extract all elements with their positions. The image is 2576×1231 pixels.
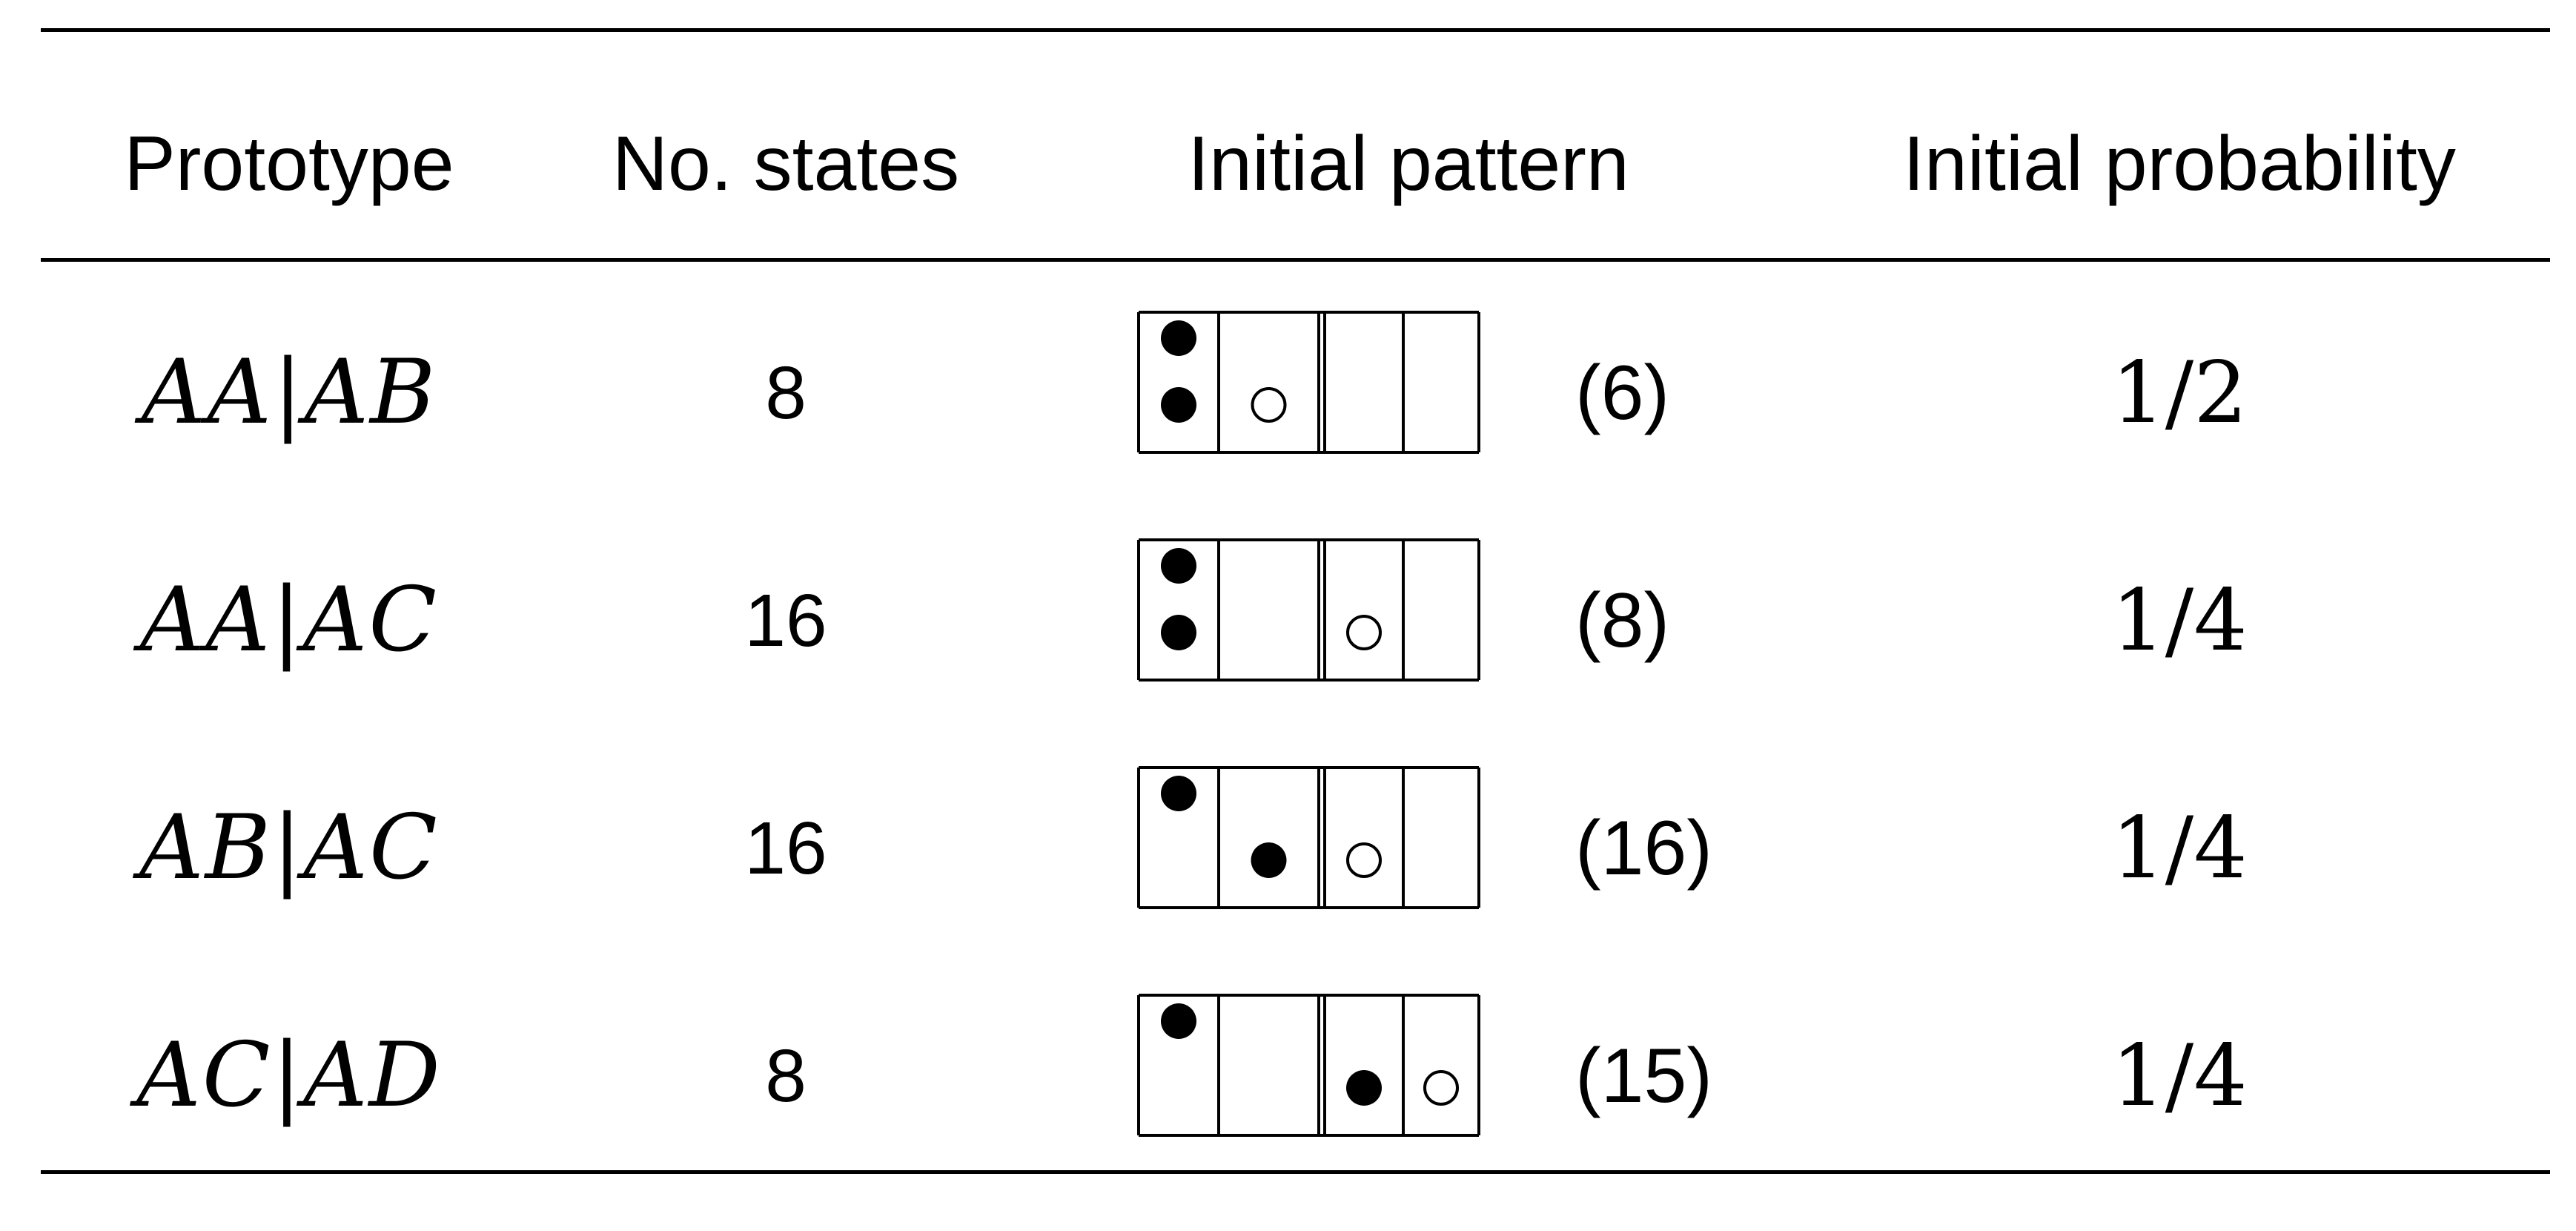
prototype-cell: AA|AC [139, 569, 439, 672]
pattern-number: (15) [1575, 1033, 1712, 1119]
header-prototype: Prototype [124, 121, 454, 207]
filled-dot [1161, 387, 1196, 423]
pattern-grid [1137, 538, 1480, 681]
filled-dot [1161, 776, 1196, 811]
states-cell: 16 [744, 579, 827, 662]
open-dot [1423, 1070, 1459, 1106]
header-rule [41, 258, 2550, 262]
open-dot [1346, 842, 1382, 878]
open-dot [1346, 615, 1382, 650]
filled-dot [1161, 548, 1196, 584]
probability-cell: 1/2 [2111, 343, 2248, 442]
prototype-cell: AC|AD [136, 1024, 442, 1127]
initial-pattern-diagram [1136, 310, 1481, 455]
probability-cell: 1/4 [2111, 799, 2248, 897]
initial-pattern-diagram [1136, 993, 1481, 1138]
filled-dot [1251, 842, 1287, 878]
pattern-grid [1137, 311, 1480, 454]
initial-pattern-diagram [1136, 765, 1481, 910]
header-no-states: No. states [612, 121, 960, 207]
pattern-number: (16) [1575, 805, 1712, 891]
prototype-cell: AA|AB [141, 341, 437, 444]
initial-pattern-diagram [1136, 538, 1481, 682]
pattern-number: (6) [1575, 350, 1670, 436]
header-initial-probability: Initial probability [1903, 121, 2456, 207]
probability-cell: 1/4 [2111, 1026, 2248, 1125]
states-cell: 8 [765, 1034, 807, 1118]
pattern-grid [1137, 994, 1480, 1137]
states-cell: 16 [744, 807, 827, 890]
header-initial-pattern: Initial pattern [1188, 121, 1629, 207]
filled-dot [1161, 320, 1196, 356]
prototype-cell: AB|AC [139, 796, 439, 900]
pattern-number: (8) [1575, 578, 1670, 664]
bottom-rule [41, 1170, 2550, 1174]
open-dot [1251, 387, 1287, 423]
top-rule [41, 28, 2550, 32]
filled-dot [1161, 1003, 1196, 1039]
pattern-grid [1137, 766, 1480, 909]
states-cell: 8 [765, 352, 807, 435]
filled-dot [1161, 615, 1196, 650]
probability-cell: 1/4 [2111, 571, 2248, 670]
filled-dot [1346, 1070, 1382, 1106]
